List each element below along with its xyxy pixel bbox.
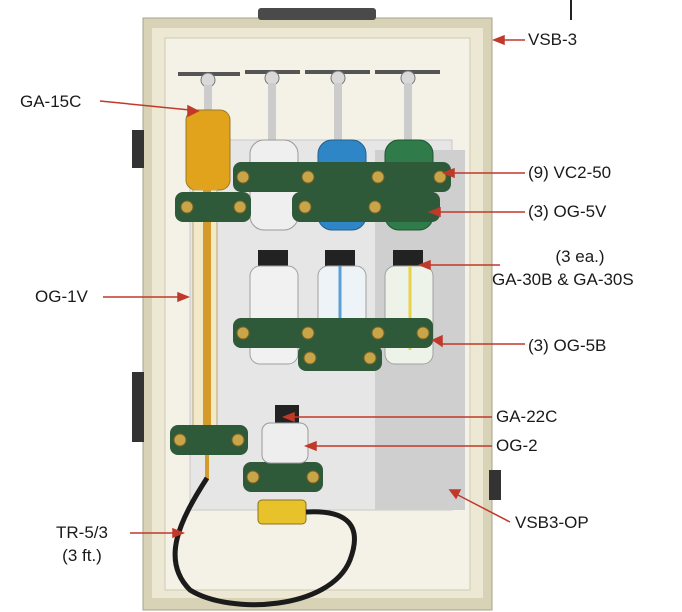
label-tr53-line1: TR-5/3 <box>56 523 108 542</box>
label-og2: OG-2 <box>496 436 538 455</box>
label-vsb3op: VSB3-OP <box>515 513 589 532</box>
caps <box>258 250 423 266</box>
tall-flow-tube <box>185 109 231 480</box>
left-latch-top <box>132 130 144 168</box>
label-vc250: (9) VC2-50 <box>528 163 612 182</box>
label-og1v: OG-1V <box>35 287 88 306</box>
green-clamps <box>170 162 451 492</box>
label-vsb3: VSB-3 <box>528 30 578 49</box>
label-og5v: (3) OG-5V <box>528 202 607 221</box>
left-latch-bottom <box>132 372 144 442</box>
cabinet-handle <box>258 8 376 20</box>
label-tr53-line2: (3 ft.) <box>62 546 102 565</box>
valve-row <box>178 70 440 143</box>
yellow-fitting <box>257 499 307 525</box>
label-ga15c: GA-15C <box>20 92 82 111</box>
clamp-screws <box>173 170 447 484</box>
label-ga22c: GA-22C <box>496 407 558 426</box>
right-latch <box>489 470 501 500</box>
black-tubing <box>172 476 357 608</box>
label-ga30-line1: (3 ea.) <box>555 247 605 266</box>
label-ga30-line2: GA-30B & GA-30S <box>492 270 634 289</box>
label-og5b: (3) OG-5B <box>528 336 607 355</box>
leader-lines <box>99 34 525 539</box>
small-flow-assembly <box>261 405 309 464</box>
